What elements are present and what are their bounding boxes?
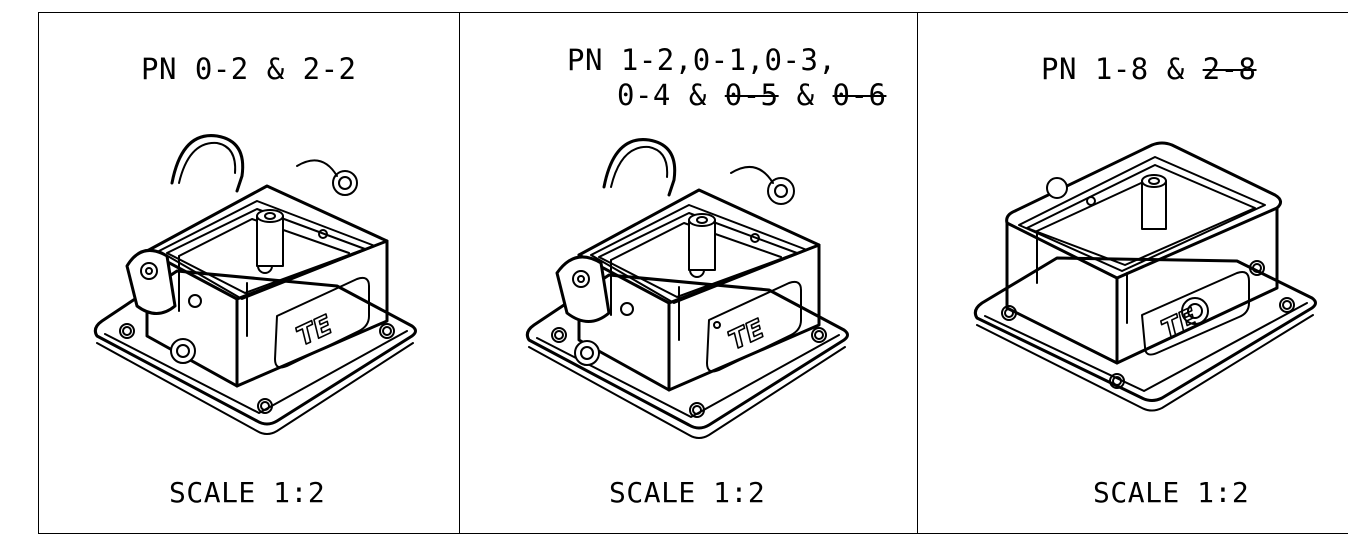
panel-2-title-plain: 0-4 & xyxy=(617,78,725,112)
panel-2-housing-drawing: TE xyxy=(525,138,849,439)
panel-2-title-line-2: 0-4 & 0-5 & 0-6 xyxy=(617,81,886,110)
panel-divider-1 xyxy=(459,13,460,533)
panel-3-housing-drawing: TE xyxy=(973,141,1317,412)
panel-1: PN 0-2 & 2-2 xyxy=(39,13,459,533)
panel-3-title-strike: 2-8 xyxy=(1202,52,1257,86)
panel-3: PN 1-8 & 2-8 xyxy=(917,13,1348,533)
drawing-sheet: PN 0-2 & 2-2 xyxy=(38,12,1348,534)
panel-3-title-plain: PN 1-8 & xyxy=(1041,52,1203,86)
panel-1-housing-drawing: TE xyxy=(93,134,417,435)
panel-2: PN 1-2,0-1,0-3, 0-4 & 0-5 & 0-6 xyxy=(459,13,917,533)
panel-1-scale: SCALE 1:2 xyxy=(169,476,326,509)
panel-1-title: PN 0-2 & 2-2 xyxy=(141,52,357,86)
panel-2-title-line-1: PN 1-2,0-1,0-3, xyxy=(567,43,837,77)
panel-2-title-mid: & xyxy=(778,78,833,112)
panel-3-title: PN 1-8 & 2-8 xyxy=(1041,55,1257,84)
panel-3-scale: SCALE 1:2 xyxy=(1093,476,1250,509)
panel-2-scale: SCALE 1:2 xyxy=(609,476,766,509)
panel-divider-2 xyxy=(917,13,918,533)
panel-2-title-strike-2: 0-6 xyxy=(832,78,887,112)
panel-2-title-strike-1: 0-5 xyxy=(724,78,779,112)
